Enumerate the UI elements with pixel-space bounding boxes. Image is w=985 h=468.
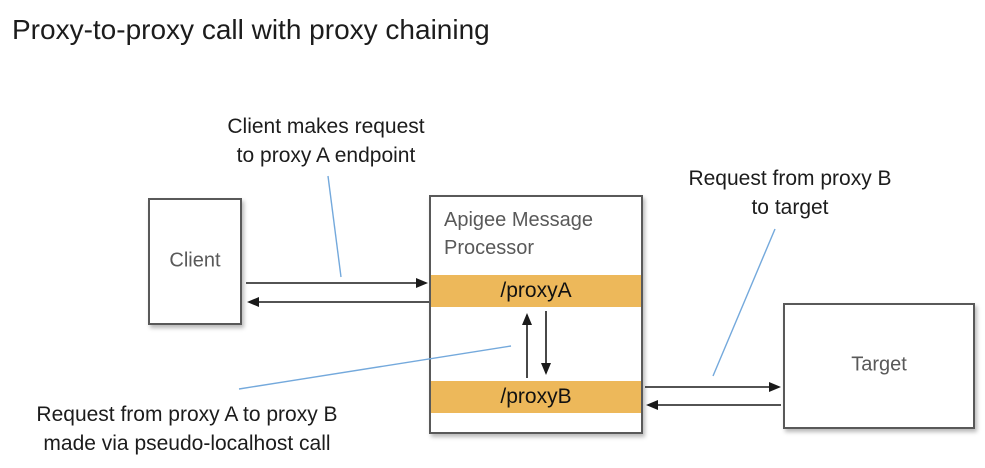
diagram-title: Proxy-to-proxy call with proxy chaining xyxy=(12,14,490,45)
annotation-proxyb-to-target-line2: to target xyxy=(751,195,829,219)
message-processor-box: Apigee Message Processor /proxyA /proxyB xyxy=(429,195,643,434)
proxy-a-label: /proxyA xyxy=(500,279,572,302)
message-processor-title: Apigee Message Processor xyxy=(444,209,593,260)
proxy-b-endpoint-bar: /proxyB xyxy=(431,381,641,413)
annotation-client-request-line1: Client makes request xyxy=(227,115,425,138)
target-label: Target xyxy=(851,353,907,376)
client-box: Client xyxy=(148,198,242,325)
proxy-b-label: /proxyB xyxy=(500,385,572,408)
annotation-proxya-to-proxyb-line2: made via pseudo-localhost call xyxy=(43,431,331,455)
annotation-proxyb-to-target: Request from proxy B to target xyxy=(672,165,908,223)
callout-line-client-request xyxy=(327,175,342,278)
annotation-client-request: Client makes request to proxy A endpoint xyxy=(206,113,446,171)
client-label: Client xyxy=(169,249,221,272)
annotation-proxya-to-proxyb-line1: Request from proxy A to proxy B xyxy=(36,403,338,426)
proxy-a-endpoint-bar: /proxyA xyxy=(431,275,641,307)
callout-line-proxyb-to-target xyxy=(712,228,776,377)
annotation-proxyb-to-target-line1: Request from proxy B xyxy=(688,167,892,190)
annotation-proxya-to-proxyb: Request from proxy A to proxy B made via… xyxy=(4,401,370,459)
annotation-client-request-line2: to proxy A endpoint xyxy=(236,143,416,167)
target-box: Target xyxy=(783,303,975,429)
